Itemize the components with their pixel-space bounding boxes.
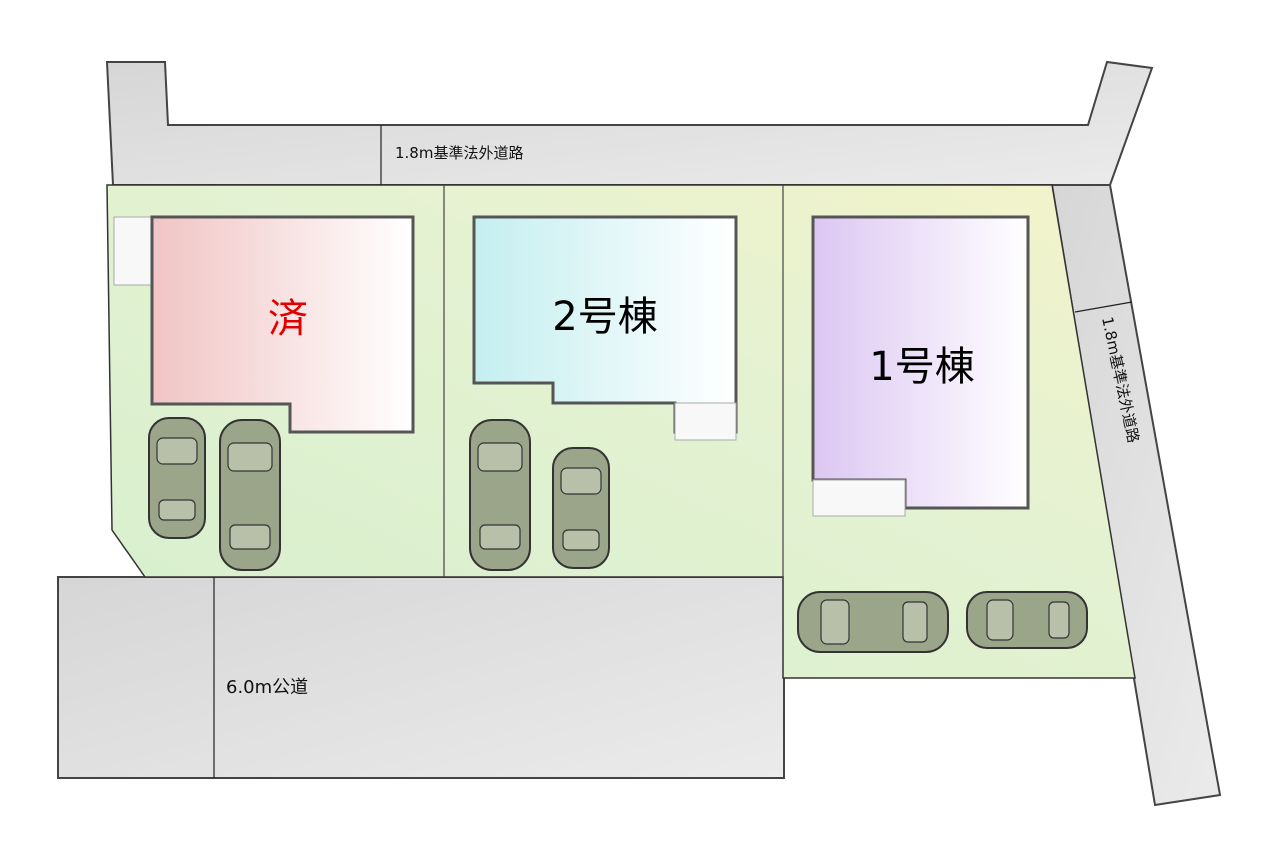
car-icon <box>966 591 1088 649</box>
entrance-porch-house-2 <box>674 402 737 441</box>
south-road <box>57 576 785 779</box>
car-icon <box>469 419 531 571</box>
lot-label-sold: 済 <box>268 296 308 342</box>
car-icon <box>552 447 610 569</box>
car-icon <box>797 591 949 653</box>
dimension-line-east <box>1074 301 1133 313</box>
car-icon <box>219 419 281 571</box>
lot-label-house-1: 1号棟 <box>869 344 974 390</box>
entrance-porch-house-1 <box>812 479 906 517</box>
road-label-south: 6.0m公道 <box>226 677 308 698</box>
road-label-north: 1.8m基準法外道路 <box>395 144 523 162</box>
building-sold <box>150 215 415 434</box>
car-icon <box>148 417 206 539</box>
north-road <box>105 60 1154 186</box>
lot-label-house-2: 2号棟 <box>552 294 657 340</box>
entrance-porch-sold <box>113 216 153 286</box>
